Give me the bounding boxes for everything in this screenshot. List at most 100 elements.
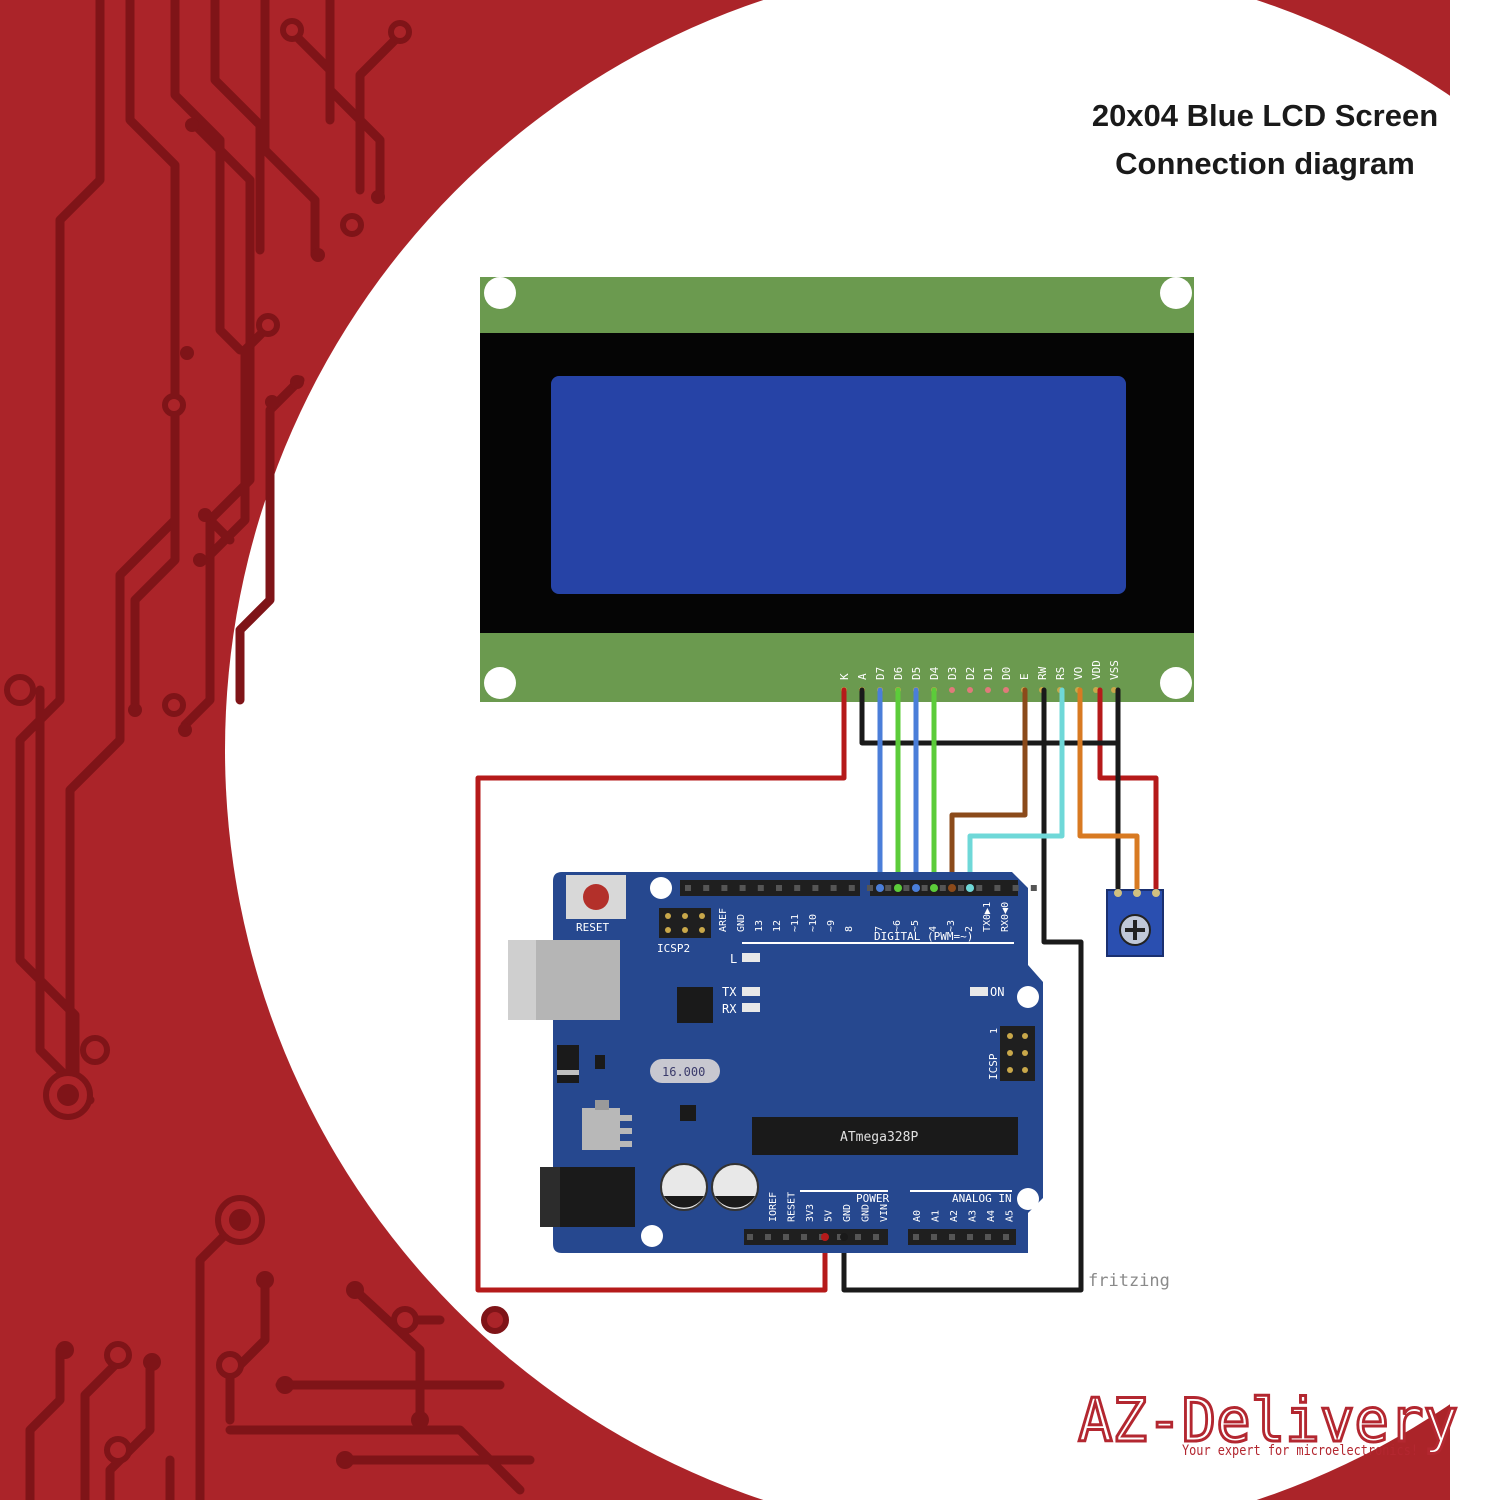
lcd-pin-label: A [856, 673, 869, 680]
digital-pin-label: TX0▶1 [982, 902, 993, 932]
mounting-hole [1160, 667, 1192, 699]
analog-pin-label: A4 [986, 1210, 997, 1222]
fritzing-label: fritzing [1088, 1271, 1170, 1291]
diagram-title-line2: Connection diagram [1115, 146, 1415, 181]
mounting-hole [484, 667, 516, 699]
power-pin-label: 3V3 [805, 1204, 816, 1222]
digital-header [680, 880, 860, 896]
digital-pin-label: 4 [928, 926, 939, 932]
atmega-chip [752, 1117, 1018, 1155]
led-rx-label: RX [722, 1002, 737, 1016]
analog-pin-label: A3 [968, 1210, 979, 1222]
power-pin-labels: IOREF RESET 3V3 5V GND GND VIN [768, 1192, 890, 1222]
icsp2-label: ICSP2 [657, 942, 690, 955]
power-pin-label: RESET [787, 1192, 798, 1222]
wire-5v-rail [475, 687, 847, 1293]
lcd-pin-label: RW [1036, 666, 1049, 680]
digital-pin-label: 2 [964, 926, 975, 932]
lcd-pin-label: RS [1054, 667, 1067, 680]
led-tx-label: TX [722, 985, 737, 999]
analog-pin-label: A5 [1005, 1210, 1016, 1222]
digital-pin-label: ~10 [808, 914, 819, 932]
wire-vo [1077, 687, 1140, 891]
logo-tagline: Your expert for microelectronics! [1182, 1443, 1418, 1459]
wire-vdd-rail [1097, 687, 1159, 891]
diode [557, 1045, 579, 1083]
analog-label: ANALOG IN [952, 1192, 1012, 1205]
digital-pin-label: 12 [772, 920, 783, 932]
arduino-pcb [553, 872, 1043, 1253]
az-delivery-logo: AZ-Delivery Your expert for microelectro… [1077, 1385, 1460, 1460]
power-pin-label: GND [861, 1204, 872, 1222]
digital-pin-label: ~6 [892, 920, 903, 932]
analog-pin-labels: A0 A1 A2 A3 A4 A5 [912, 1210, 1016, 1222]
analog-header [908, 1229, 1016, 1245]
lcd-pin-label: D1 [982, 667, 995, 680]
lcd-pin-label: D4 [928, 666, 941, 680]
lcd-pin-label: VSS [1108, 660, 1121, 680]
lcd-pin [949, 687, 955, 693]
chip-label: ATmega328P [840, 1130, 918, 1145]
lcd-pin [985, 687, 991, 693]
digital-pin-labels: AREF GND 13 12 ~11 ~10 ~9 8 7 ~6 ~5 4 ~3 2 TX0▶1 RX0◀0 [718, 902, 1011, 932]
digital-pin-label: 8 [844, 926, 855, 932]
digital-pin-label: 13 [754, 920, 765, 932]
digital-pin-label: RX0◀0 [1000, 902, 1011, 932]
power-pin-label: 5V [824, 1210, 835, 1222]
lcd-pin [967, 687, 973, 693]
wire-k-a-gnd [859, 687, 1121, 746]
wires [475, 687, 1159, 1293]
logo-text: AZ-Delivery [1078, 1386, 1458, 1456]
mounting-hole [484, 277, 516, 309]
arduino-uno-board: RESET ICSP2 16.000 ATmega328P L [508, 872, 1043, 1253]
crystal [650, 1059, 720, 1083]
power-pin-label: GND [842, 1204, 853, 1222]
lcd-pin [1003, 687, 1009, 693]
usb-chip [677, 987, 713, 1023]
digital-pin-label: ~9 [826, 920, 837, 932]
lcd-pin-label: D3 [946, 667, 959, 680]
digital-pin-label: ~3 [946, 920, 957, 932]
power-pin-label: IOREF [768, 1192, 779, 1222]
diagram-title-line1: 20x04 Blue LCD Screen [1091, 98, 1439, 133]
power-label: POWER [856, 1192, 889, 1205]
digital-label: DIGITAL (PWM=~) [874, 930, 973, 943]
digital-pin-label: 7 [874, 926, 885, 932]
lcd-pin-label: VDD [1090, 660, 1103, 680]
digital-pin-label: AREF [718, 908, 729, 932]
wire-rs [967, 687, 1065, 891]
wire-e [949, 687, 1028, 891]
digital-pin-label: ~11 [790, 914, 801, 932]
power-header [744, 1229, 888, 1245]
power-pin-label: VIN [879, 1204, 890, 1222]
analog-pin-label: A2 [949, 1210, 960, 1222]
potentiometer [1106, 889, 1164, 957]
mounting-hole [1160, 277, 1192, 309]
regulator [582, 1108, 620, 1150]
lcd-pin-label: D6 [892, 667, 905, 680]
wire-rw-gnd [841, 687, 1084, 1293]
reset-button-cap [583, 884, 609, 910]
lcd-pin-label: D2 [964, 667, 977, 680]
icsp-label: ICSP [987, 1053, 1000, 1080]
lcd-pin-label: D0 [1000, 667, 1013, 680]
led-l-label: L [730, 952, 737, 966]
lcd-pin-label: D7 [874, 667, 887, 680]
analog-pin-label: A1 [931, 1210, 942, 1222]
circuit-pads-decoration [4, 18, 509, 1464]
icsp-header [1000, 1026, 1035, 1081]
icsp2-header [659, 908, 711, 938]
lcd-screen [551, 376, 1126, 594]
reset-label: RESET [576, 921, 609, 934]
digital-pin-label: ~5 [910, 920, 921, 932]
lcd-pin-label: E [1018, 673, 1031, 680]
led-on-label: ON [990, 985, 1004, 999]
lcd-pin-label: K [838, 673, 851, 680]
digital-pin-label: GND [736, 914, 747, 932]
icsp-pin1-label: 1 [989, 1028, 1000, 1034]
analog-pin-label: A0 [912, 1210, 923, 1222]
crystal-label: 16.000 [662, 1065, 705, 1079]
lcd-pin-label: D5 [910, 667, 923, 680]
